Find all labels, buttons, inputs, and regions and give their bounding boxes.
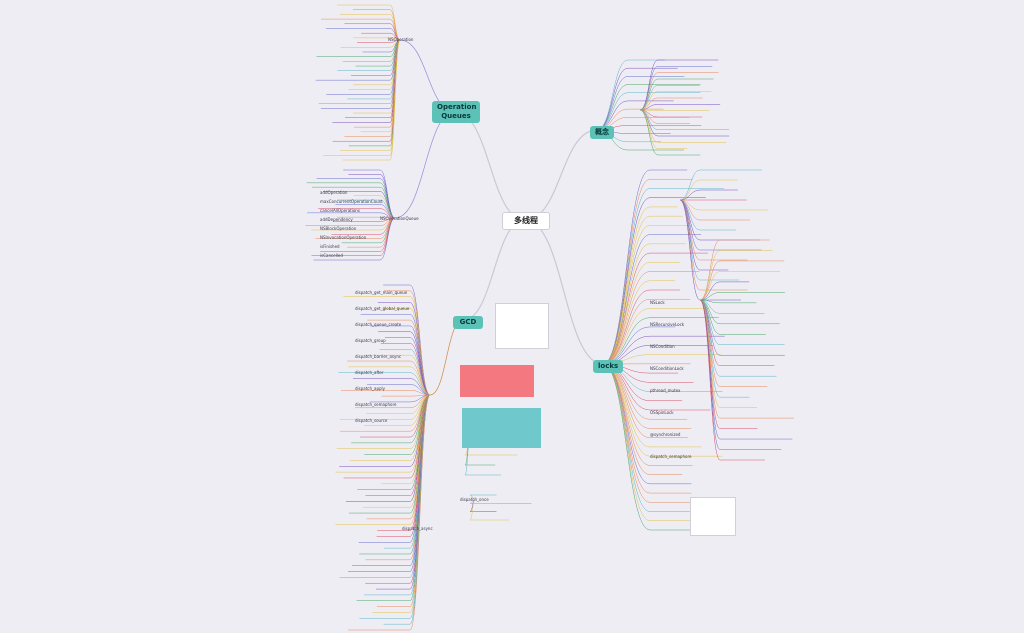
branch-line [699, 299, 721, 461]
branch-line [429, 319, 464, 396]
branch-line [394, 111, 456, 219]
branch-line [699, 260, 721, 301]
branch-line [699, 271, 721, 301]
branch-line [602, 262, 651, 365]
branch-line [679, 199, 701, 291]
leaf-label[interactable]: addDependency [320, 217, 353, 222]
branch-line [602, 197, 651, 365]
node-dispatch-once[interactable]: dispatch_once [460, 497, 489, 502]
leaf-label[interactable]: @synchronized [650, 432, 681, 437]
leaf-label[interactable]: NSRecursiveLock [650, 322, 685, 327]
branch-line [602, 363, 651, 475]
node-dispatch-async[interactable]: dispatch_async [402, 526, 433, 531]
branch-line [699, 239, 721, 301]
leaf-label[interactable]: dispatch_get_global_queue [355, 306, 410, 311]
branch-line [679, 199, 701, 251]
leaf-label[interactable]: dispatch_barrier_async [355, 354, 402, 359]
branch-line [409, 343, 431, 396]
branch-line [699, 250, 721, 301]
topic-locks[interactable]: locks [593, 360, 623, 373]
branch-line [596, 84, 629, 131]
branch-line [602, 289, 651, 365]
leaf-label[interactable]: maxConcurrentOperationCount [320, 199, 383, 204]
branch-line [639, 109, 659, 143]
locks-description-note [690, 497, 736, 536]
leaf-label[interactable]: dispatch_group [355, 338, 386, 343]
branch-line [524, 129, 598, 221]
branch-line [639, 109, 659, 149]
leaf-label[interactable]: NSCondition [650, 344, 675, 349]
branch-line [699, 299, 721, 440]
branch-line [639, 66, 659, 111]
leaf-label[interactable]: NSLock [650, 300, 665, 305]
gcd-description-note [495, 303, 549, 349]
leaf-label[interactable]: dispatch_get_main_queue [355, 290, 408, 295]
leaf-label[interactable]: dispatch_semaphore [650, 454, 692, 459]
branch-line [679, 199, 701, 281]
branch-line [602, 206, 651, 365]
branch-line [602, 169, 651, 365]
branch-line [602, 363, 651, 503]
branch-line [639, 59, 659, 111]
branch-line [602, 234, 651, 365]
branch-line [679, 199, 701, 301]
branch-line [596, 76, 629, 131]
leaf-label[interactable]: dispatch_after [355, 370, 384, 375]
branch-line [699, 292, 721, 301]
branch-line [679, 189, 701, 201]
leaf-label[interactable]: OSSpinLock [650, 410, 674, 415]
node-nsoperationqueue[interactable]: NSOperationQueue [380, 216, 419, 221]
branch-line [602, 225, 651, 365]
leaf-label[interactable]: dispatch_queue_create [355, 322, 402, 327]
leaf-label[interactable]: NSConditionLock [650, 366, 684, 371]
red-callout-note [460, 365, 534, 397]
branch-line [596, 67, 629, 131]
topic-operation-queues[interactable]: Operation Queues [432, 101, 480, 123]
branch-line [602, 363, 651, 438]
leaf-label[interactable]: NSBlockOperation [320, 226, 357, 231]
branch-line [409, 394, 431, 631]
topic-concept[interactable]: 概念 [590, 126, 614, 139]
leaf-label[interactable]: cancelAllOperations [320, 208, 360, 213]
branch-line [409, 366, 431, 396]
branch-line [469, 499, 476, 521]
leaf-label[interactable]: dispatch_apply [355, 386, 386, 391]
central-topic[interactable]: 多线程 [502, 212, 550, 230]
leaf-label[interactable]: isFinished [320, 244, 340, 249]
branch-line [409, 308, 431, 396]
branch-line [602, 363, 651, 494]
leaf-label[interactable]: isCancelled [320, 253, 343, 258]
branch-line [602, 363, 651, 512]
branch-line [409, 372, 431, 396]
branch-line [454, 111, 526, 221]
branch-line [389, 39, 401, 161]
branch-line [602, 188, 651, 365]
teal-callout-note [462, 408, 541, 448]
branch-line [602, 363, 651, 466]
branch-line [679, 169, 701, 201]
branch-line [409, 337, 431, 396]
branch-line [602, 215, 651, 365]
node-nsoperation[interactable]: NSOperation [388, 37, 414, 42]
branch-line [409, 313, 431, 396]
branch-line [679, 179, 701, 201]
branch-line [409, 349, 431, 396]
leaf-label[interactable]: addOperation [320, 190, 348, 195]
branch-line [639, 85, 659, 111]
branch-line [602, 363, 651, 531]
leaf-label[interactable]: NSInvocationOperation [320, 235, 367, 240]
branch-line [699, 281, 721, 301]
leaf-label[interactable]: dispatch_semaphore [355, 402, 397, 407]
topic-gcd[interactable]: GCD [453, 316, 483, 329]
branch-line [699, 299, 721, 429]
leaf-label[interactable]: dispatch_source [355, 418, 388, 423]
leaf-label[interactable]: pthread_mutex [650, 388, 681, 393]
branch-line [379, 217, 396, 248]
